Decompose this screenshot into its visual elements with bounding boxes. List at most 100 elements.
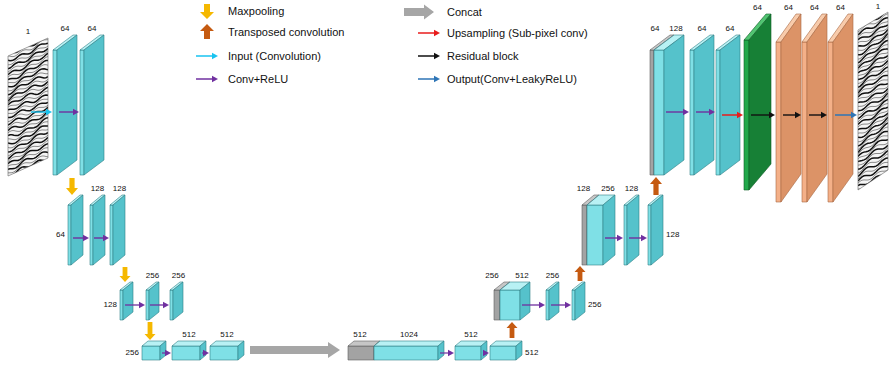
legend-residual-sample xyxy=(418,55,434,57)
seismic-reflector xyxy=(858,173,888,186)
channel-number: 1024 xyxy=(400,330,418,340)
seismic-reflector xyxy=(858,179,888,198)
seismic-reflector xyxy=(858,0,888,10)
feature-map-front xyxy=(68,205,71,265)
channel-number: 128 xyxy=(669,24,682,34)
channel-number: 512 xyxy=(182,330,195,340)
channel-number: 512 xyxy=(515,271,528,281)
feature-map-front xyxy=(828,42,833,202)
conv-arrow-head xyxy=(683,109,689,115)
channel-number: 64 xyxy=(784,3,793,13)
channel-number: 64 xyxy=(810,3,819,13)
feature-map-top xyxy=(374,341,444,346)
feature-map xyxy=(490,341,522,360)
channel-number: 128 xyxy=(113,184,126,194)
feature-map xyxy=(210,341,244,360)
channel-number: 128 xyxy=(666,230,679,240)
feature-map xyxy=(500,282,530,320)
seismic-reflector xyxy=(8,148,48,166)
seismic-reflector xyxy=(858,0,888,8)
seismic-reflector xyxy=(8,91,48,107)
feature-map xyxy=(110,195,125,265)
legend-upsampling-sample-head xyxy=(434,30,440,36)
output-arrow-head xyxy=(851,112,857,118)
legend-output-sample xyxy=(418,78,434,80)
channel-number: 64 xyxy=(651,24,660,34)
legend-output-sample-head xyxy=(434,76,440,82)
conv-arrow xyxy=(162,352,165,353)
feature-map-front xyxy=(110,205,113,265)
legend-text: Concat xyxy=(447,5,482,19)
seismic-reflector xyxy=(8,122,48,140)
conv-arrow-head xyxy=(483,350,489,356)
seismic-reflector xyxy=(8,13,48,28)
legend-text: Residual block xyxy=(447,49,519,63)
feature-map xyxy=(587,195,615,265)
feature-map xyxy=(170,282,183,320)
feature-map-front xyxy=(455,346,481,360)
seismic-outline xyxy=(858,12,888,190)
feature-map xyxy=(572,282,585,320)
feature-map-front xyxy=(210,346,238,360)
conv-arrow-head xyxy=(709,109,715,115)
legend-concat-sample xyxy=(404,5,434,20)
feature-map-side xyxy=(93,195,105,265)
feature-map-front xyxy=(348,346,374,360)
feature-map-side xyxy=(749,14,771,190)
maxpool-arrow xyxy=(66,178,78,195)
feature-map xyxy=(68,195,83,265)
feature-map-front xyxy=(690,50,694,175)
transposed-conv-arrow xyxy=(507,322,518,338)
conv-arrow xyxy=(440,352,448,353)
conv-arrow xyxy=(522,304,539,305)
legend-text: Input (Convolution) xyxy=(228,49,321,63)
upsampling-arrow-head xyxy=(737,112,743,118)
seismic-reflector xyxy=(8,22,48,40)
conv-arrow xyxy=(150,304,163,305)
feature-map xyxy=(80,35,104,175)
feature-map-front xyxy=(624,205,627,265)
conv-arrow xyxy=(125,304,139,305)
seismic-reflector xyxy=(8,164,48,181)
channel-number: 256 xyxy=(588,300,601,310)
conv-arrow-head xyxy=(103,235,109,241)
feature-map-front xyxy=(802,42,807,202)
feature-map xyxy=(142,341,166,360)
feature-map-front xyxy=(716,50,720,175)
feature-map-side xyxy=(438,341,444,360)
legend-text: Transposed convolution xyxy=(228,25,344,39)
output-arrow xyxy=(835,114,851,116)
channel-number: 64 xyxy=(56,230,65,240)
conv-arrow xyxy=(696,111,709,112)
channel-number: 64 xyxy=(836,3,845,13)
feature-map-front xyxy=(53,50,57,175)
seismic-reflector xyxy=(858,4,888,20)
feature-map xyxy=(172,341,206,360)
feature-map xyxy=(120,282,133,320)
legend-input-sample xyxy=(196,55,212,57)
feature-map-front xyxy=(654,50,664,175)
feature-map-side xyxy=(520,282,530,320)
feature-map-side xyxy=(71,195,83,265)
feature-map-side xyxy=(57,35,77,175)
seismic-reflector xyxy=(8,9,48,25)
feature-map-front xyxy=(744,40,749,190)
channel-number: 128 xyxy=(625,184,638,194)
channel-number: 256 xyxy=(172,271,185,281)
seismic-reflector xyxy=(8,160,48,177)
feature-map-side xyxy=(807,14,827,202)
feature-map-front xyxy=(172,346,200,360)
feature-map-front xyxy=(776,42,781,202)
conv-arrow xyxy=(73,237,83,238)
seismic-reflector xyxy=(8,5,48,22)
feature-map xyxy=(802,14,827,202)
legend-text: Maxpooling xyxy=(228,4,284,18)
feature-map-side xyxy=(113,195,125,265)
conv-arrow-head xyxy=(617,235,623,241)
maxpool-arrow xyxy=(145,322,156,340)
feature-map-side xyxy=(664,35,684,175)
feature-map xyxy=(53,35,77,175)
seismic-reflector xyxy=(8,26,48,45)
channel-number: 256 xyxy=(546,271,559,281)
channel-number: 128 xyxy=(91,184,104,194)
